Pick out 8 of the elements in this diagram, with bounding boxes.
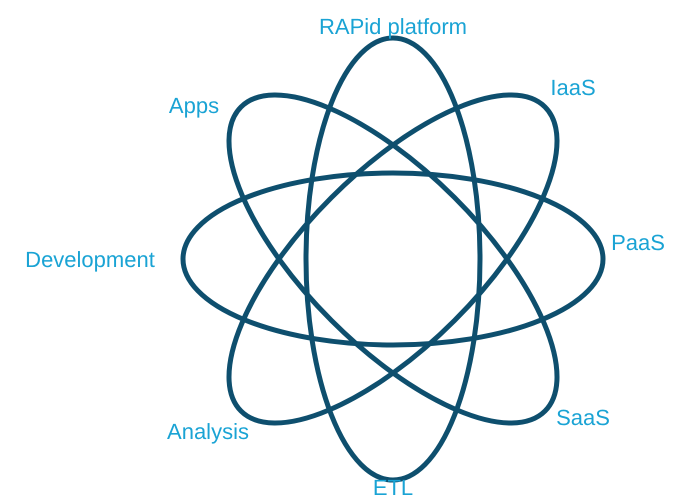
orbit-label: IaaS <box>550 75 596 101</box>
orbit-label: PaaS <box>611 230 665 256</box>
orbit-label: Analysis <box>167 419 249 445</box>
orbit-label: Development <box>25 247 155 273</box>
orbit-label: ETL <box>372 475 414 499</box>
orbit-label: RAPid platform <box>319 14 467 40</box>
orbit-label: Apps <box>168 93 220 119</box>
orbit-label: SaaS <box>556 405 610 431</box>
